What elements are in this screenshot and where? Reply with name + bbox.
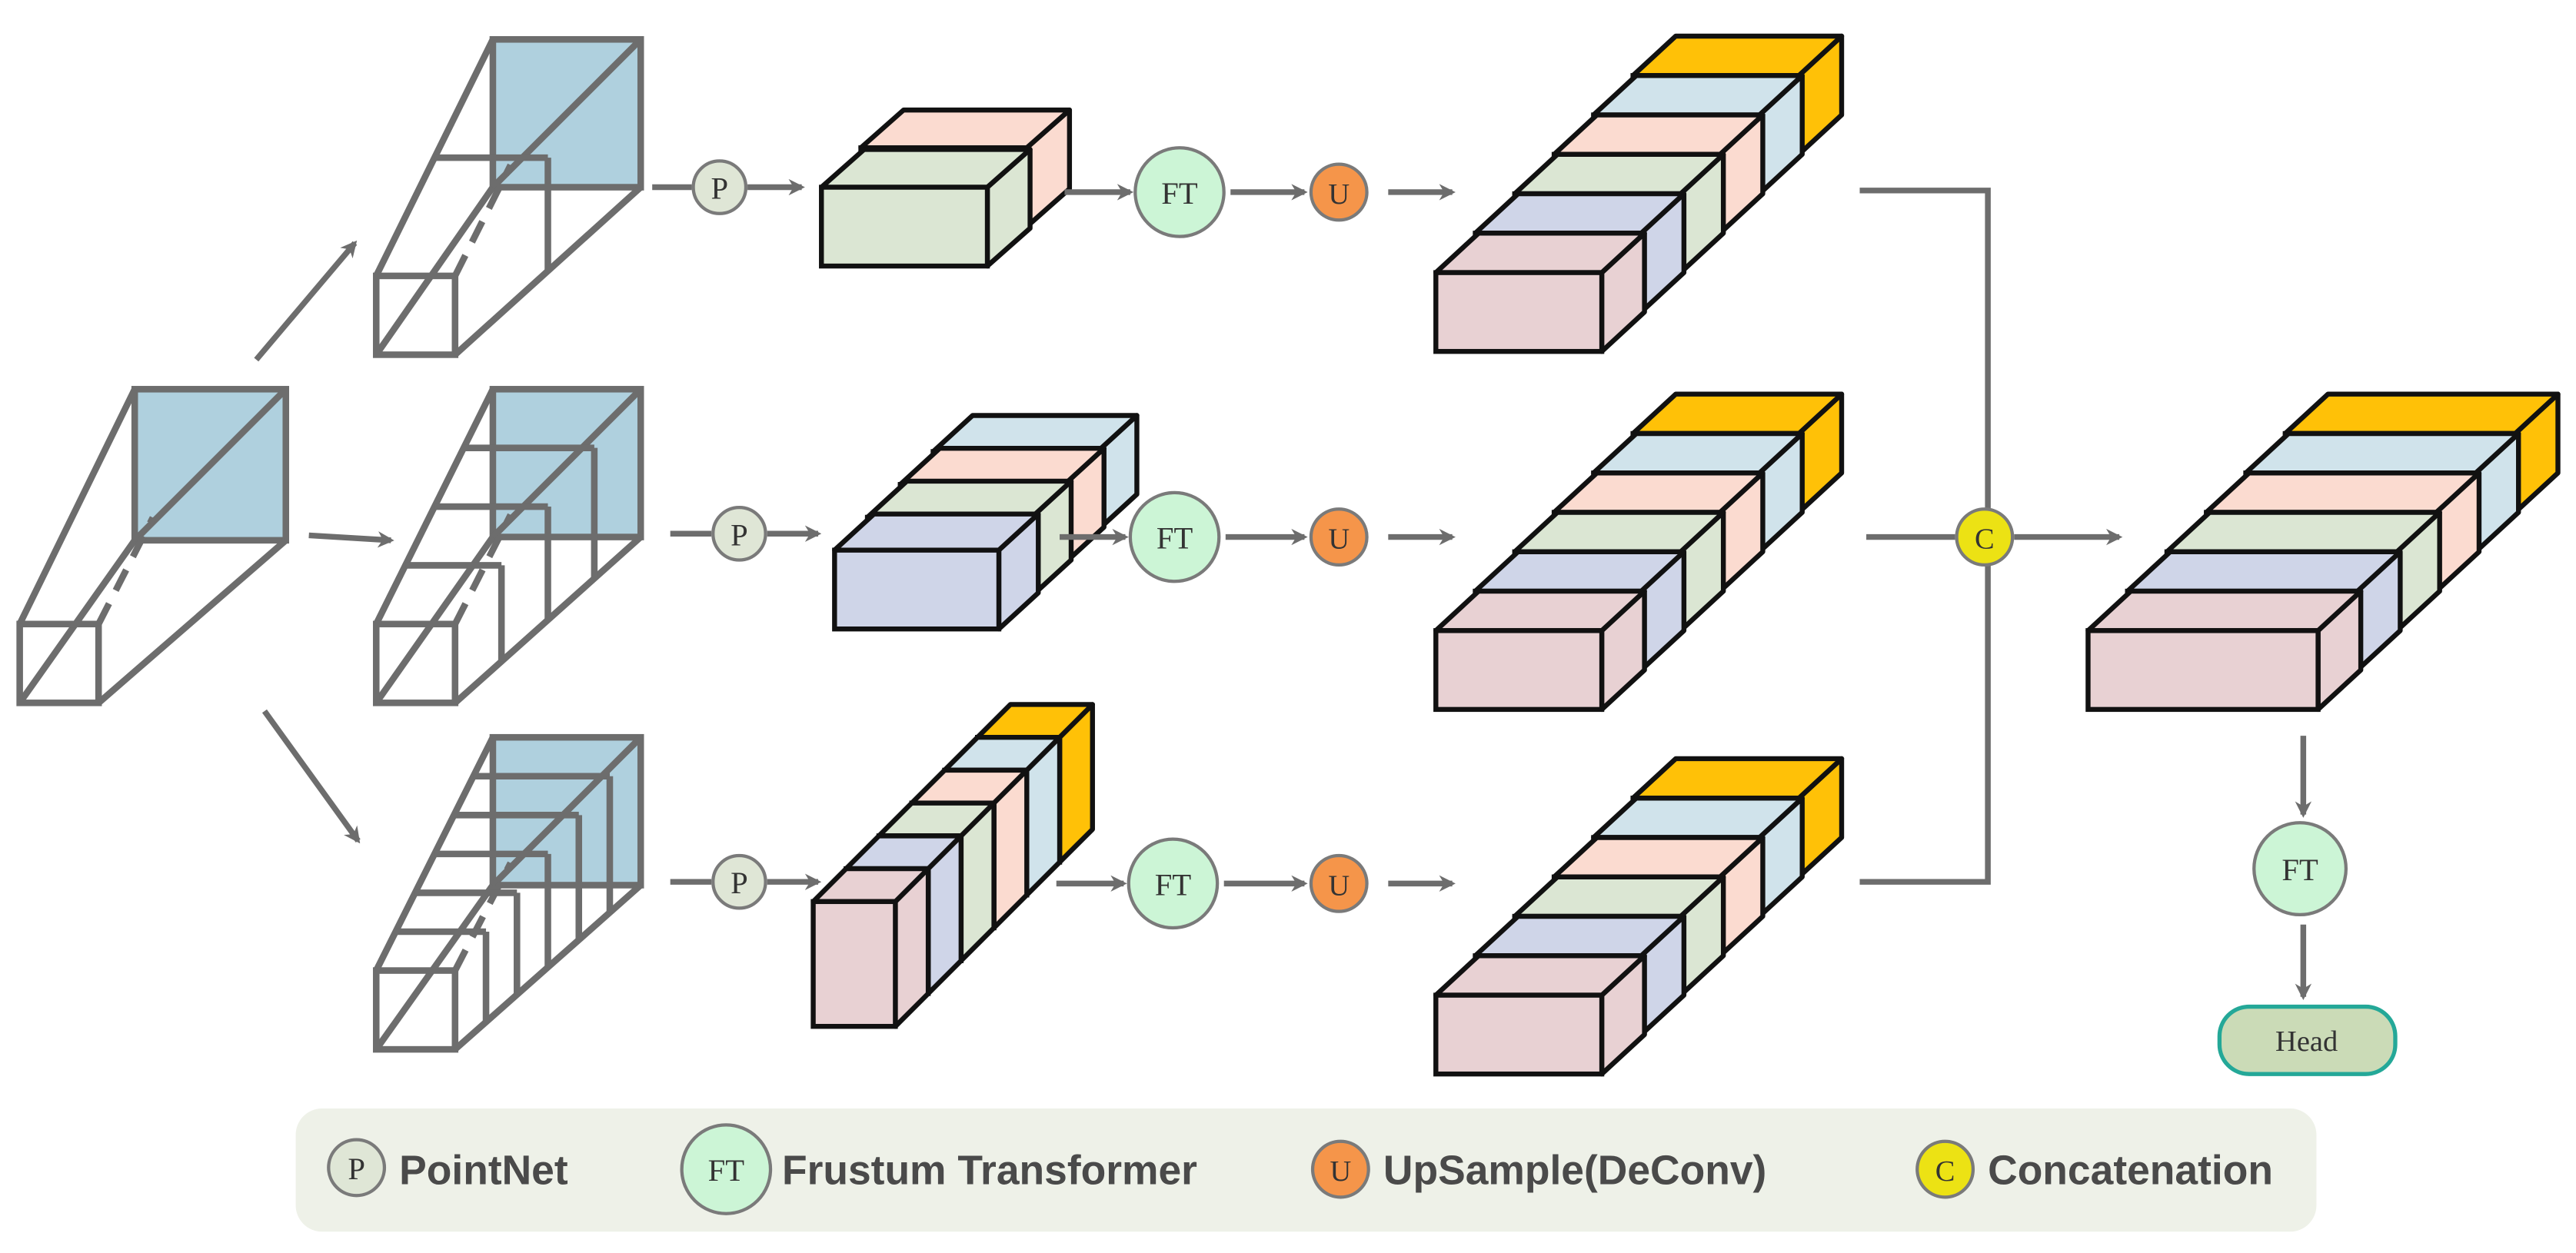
- legend-symbol: U: [1330, 1155, 1351, 1188]
- feature-slab-front: [1433, 992, 1605, 1077]
- frustum-transformer-node-label: FT: [1157, 521, 1193, 556]
- frustum-hidden-edge: [95, 516, 156, 626]
- legend-item-pointnet: P PointNet: [327, 1138, 568, 1198]
- legend-label: Frustum Transformer: [782, 1148, 1197, 1193]
- flow-arrow: [254, 240, 358, 362]
- feature-slab-top: [832, 511, 1041, 553]
- frustum-transformer-node-label: FT: [1161, 176, 1198, 211]
- pointnet-node-label: P: [711, 171, 728, 205]
- upsample-node-label: U: [1328, 178, 1350, 211]
- feature-slab-top: [2085, 588, 2364, 633]
- legend-item-concatenation: C Concatenation: [1915, 1139, 2273, 1199]
- feature-slab-top: [2282, 391, 2561, 437]
- feature-slab-front: [819, 184, 990, 269]
- pooled-block-row2: [832, 413, 1140, 632]
- flow-arrow: [308, 531, 394, 548]
- upsample-node: U: [1309, 853, 1369, 913]
- upsample-node-label: U: [1328, 523, 1350, 556]
- frustum-near-face: [372, 272, 459, 358]
- frustum: [372, 35, 644, 358]
- frustum-near-face: [372, 967, 459, 1053]
- arrow-group: [254, 178, 2312, 1001]
- feature-slab-front: [832, 547, 1002, 632]
- feature-slab-top: [2204, 470, 2482, 515]
- legend-symbol: FT: [708, 1153, 745, 1188]
- feature-block-group: [810, 33, 2561, 1077]
- pointnet-node-label: P: [731, 866, 748, 900]
- feature-slab-top: [2164, 510, 2442, 555]
- frustum-near-face: [16, 620, 102, 706]
- legend-label: UpSample(DeConv): [1383, 1148, 1766, 1193]
- frustum-diagonal: [490, 37, 644, 190]
- pointnet-node: P: [691, 159, 748, 215]
- feature-slab-front: [1433, 270, 1605, 354]
- upsample-node: U: [1309, 507, 1369, 567]
- legend-label: Concatenation: [1988, 1148, 2273, 1193]
- pointnet-node-label: P: [731, 517, 748, 552]
- frustum: [16, 386, 290, 706]
- frustum-transformer-node: FT: [1128, 490, 1221, 583]
- frustum-transformer-node: FT: [1127, 837, 1220, 930]
- frustum-hidden-edge: [452, 861, 514, 972]
- upsample-node: U: [1309, 162, 1369, 222]
- legend-symbol: C: [1935, 1155, 1955, 1188]
- head-box: Head: [2217, 1004, 2398, 1076]
- frustum-group: [16, 35, 644, 1053]
- pooled-block-row3: [810, 702, 1095, 1029]
- frustum-transformer-node-label: FT: [1155, 867, 1192, 902]
- frustum: [372, 733, 644, 1053]
- concatenation-node-label: C: [1975, 523, 1995, 556]
- feature-slab-front: [810, 899, 898, 1029]
- feature-slab-top: [2243, 430, 2521, 476]
- feature-slab-top: [2125, 549, 2403, 594]
- frustum-edge: [96, 537, 288, 706]
- concatenation-node: C: [1955, 507, 2015, 567]
- legend-label: PointNet: [399, 1148, 568, 1193]
- flow-arrow: [261, 709, 361, 844]
- final-frustum-transformer-node: FT: [2252, 821, 2348, 917]
- head-label: Head: [2275, 1025, 2338, 1058]
- frustum: [372, 386, 644, 706]
- legend: P PointNet FT Frustum Transformer U UpSa…: [295, 1108, 2317, 1232]
- pointnet-node: P: [711, 853, 767, 910]
- legend-item-frustum-transformer: FT Frustum Transformer: [680, 1123, 1197, 1215]
- upsampled-block-row1: [1433, 33, 1845, 354]
- legend-symbol: P: [348, 1152, 365, 1186]
- frustum-edge: [373, 535, 496, 705]
- upsampled-block-row3: [1433, 756, 1845, 1077]
- frustum-hidden-edge: [451, 163, 514, 278]
- upsample-node-label: U: [1328, 869, 1350, 902]
- fused-output-block: [2085, 391, 2561, 713]
- frustum-edge: [373, 185, 496, 357]
- frustum-edge: [16, 387, 138, 626]
- frustum-hidden-edge: [451, 513, 514, 626]
- legend-item-upsample: U UpSample(DeConv): [1310, 1139, 1766, 1199]
- frustum-diagonal: [490, 735, 644, 888]
- frustum-near-face: [372, 620, 459, 706]
- upsampled-block-row2: [1433, 391, 1845, 713]
- frustum-transformer-node: FT: [1133, 146, 1226, 238]
- final-frustum-transformer-node-label: FT: [2281, 853, 2318, 887]
- frustum-diagonal: [132, 387, 288, 543]
- pooled-block-row1: [819, 107, 1073, 269]
- legend-background: [295, 1108, 2317, 1232]
- frustum-diagonal: [490, 387, 644, 540]
- feature-slab-front: [2085, 628, 2321, 713]
- feature-slab-front: [1433, 628, 1605, 713]
- operator-node-group: P FT U P FT U P FT: [691, 146, 2398, 1076]
- pointnet-node: P: [711, 505, 767, 562]
